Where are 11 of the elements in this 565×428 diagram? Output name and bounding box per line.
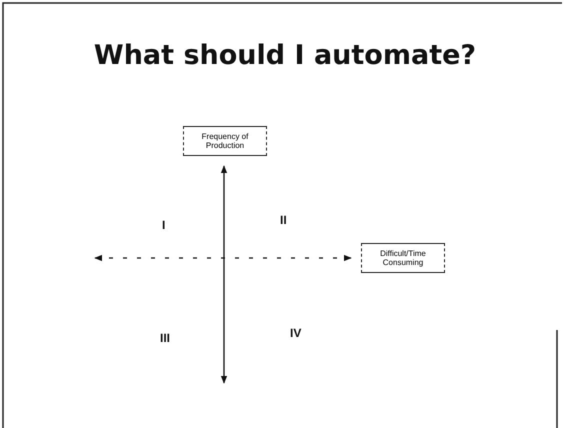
slide-title: What should I automate?	[92, 40, 478, 71]
quadrant-number: I	[162, 218, 166, 232]
axis-label: Frequency of Production	[200, 132, 250, 150]
quadrant-number: II	[280, 213, 287, 227]
axis-label: Difficult/Time Consuming	[379, 249, 427, 267]
axis-label-box	[361, 243, 445, 273]
axis-label-box	[183, 126, 267, 156]
axis-arrow	[94, 254, 352, 262]
axis-arrow	[220, 165, 228, 384]
quadrant-number: IV	[290, 326, 302, 340]
quadrant-number: III	[160, 331, 170, 345]
